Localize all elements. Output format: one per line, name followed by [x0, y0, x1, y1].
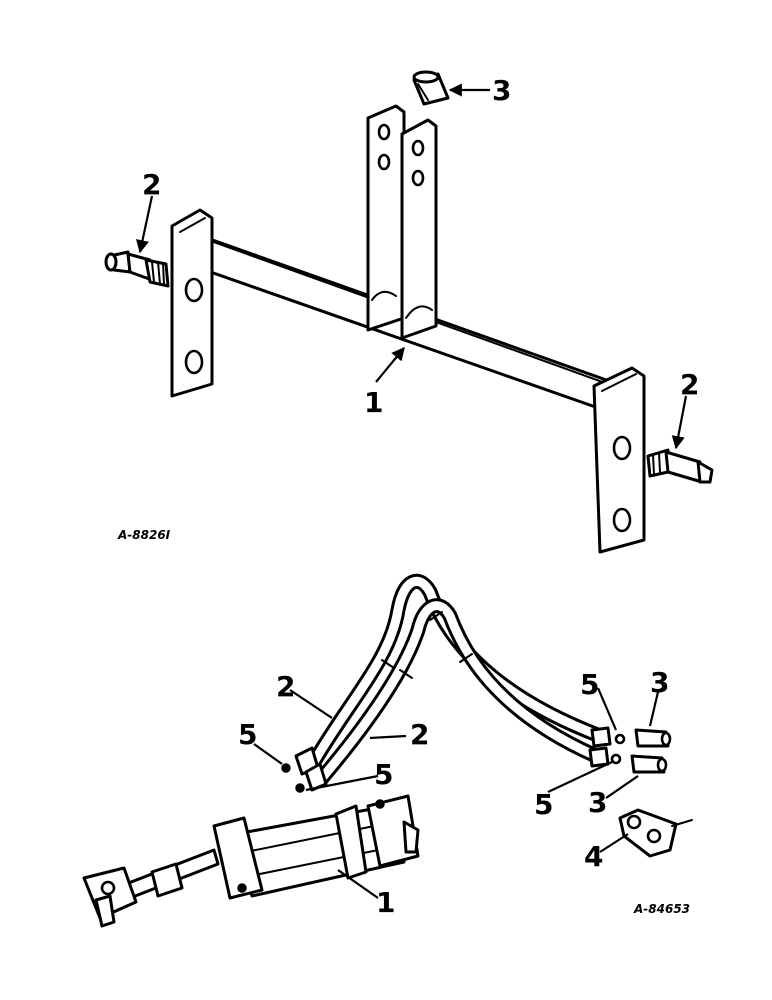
hydraulic-kit: 2 2 5 5 5 5 3 3 4 1 A-84653	[82, 574, 693, 928]
left-end-plate	[170, 208, 214, 398]
hydraulic-cylinder	[82, 794, 420, 928]
callout-oring-right-upper: 5	[580, 668, 599, 701]
bushing	[412, 70, 450, 106]
callout-hose-inner: 2	[410, 718, 429, 751]
figure-id-label: A-8826I	[117, 528, 171, 542]
left-pin	[104, 250, 170, 288]
right-pin	[646, 448, 714, 484]
callout-oring-left-upper: 5	[238, 718, 257, 751]
couplers	[630, 728, 672, 774]
callout-right-pin: 2	[680, 368, 699, 401]
hose-fittings-right	[588, 726, 626, 768]
callout-oring-right-lower: 5	[534, 788, 553, 821]
callout-coupler-lower: 3	[588, 786, 607, 819]
callout-left-pin: 2	[142, 168, 161, 201]
callout-bracket: 4	[584, 840, 603, 873]
callout-bushing: 3	[492, 74, 511, 107]
drawbar-assembly: 3 2 2 1 A-8826I	[104, 70, 714, 554]
hose-fittings-left	[281, 746, 328, 793]
right-end-plate	[592, 366, 646, 554]
figure-id-label-2: A-84653	[633, 902, 690, 916]
callout-cylinder: 1	[376, 886, 395, 919]
callout-bar: 1	[364, 386, 383, 419]
center-uprights	[366, 104, 438, 340]
callout-oring-left-lower: 5	[374, 758, 393, 791]
callout-coupler-upper: 3	[650, 666, 669, 699]
hoses	[306, 574, 608, 786]
mounting-bracket	[618, 808, 693, 858]
callout-hose-outer: 2	[276, 670, 295, 703]
